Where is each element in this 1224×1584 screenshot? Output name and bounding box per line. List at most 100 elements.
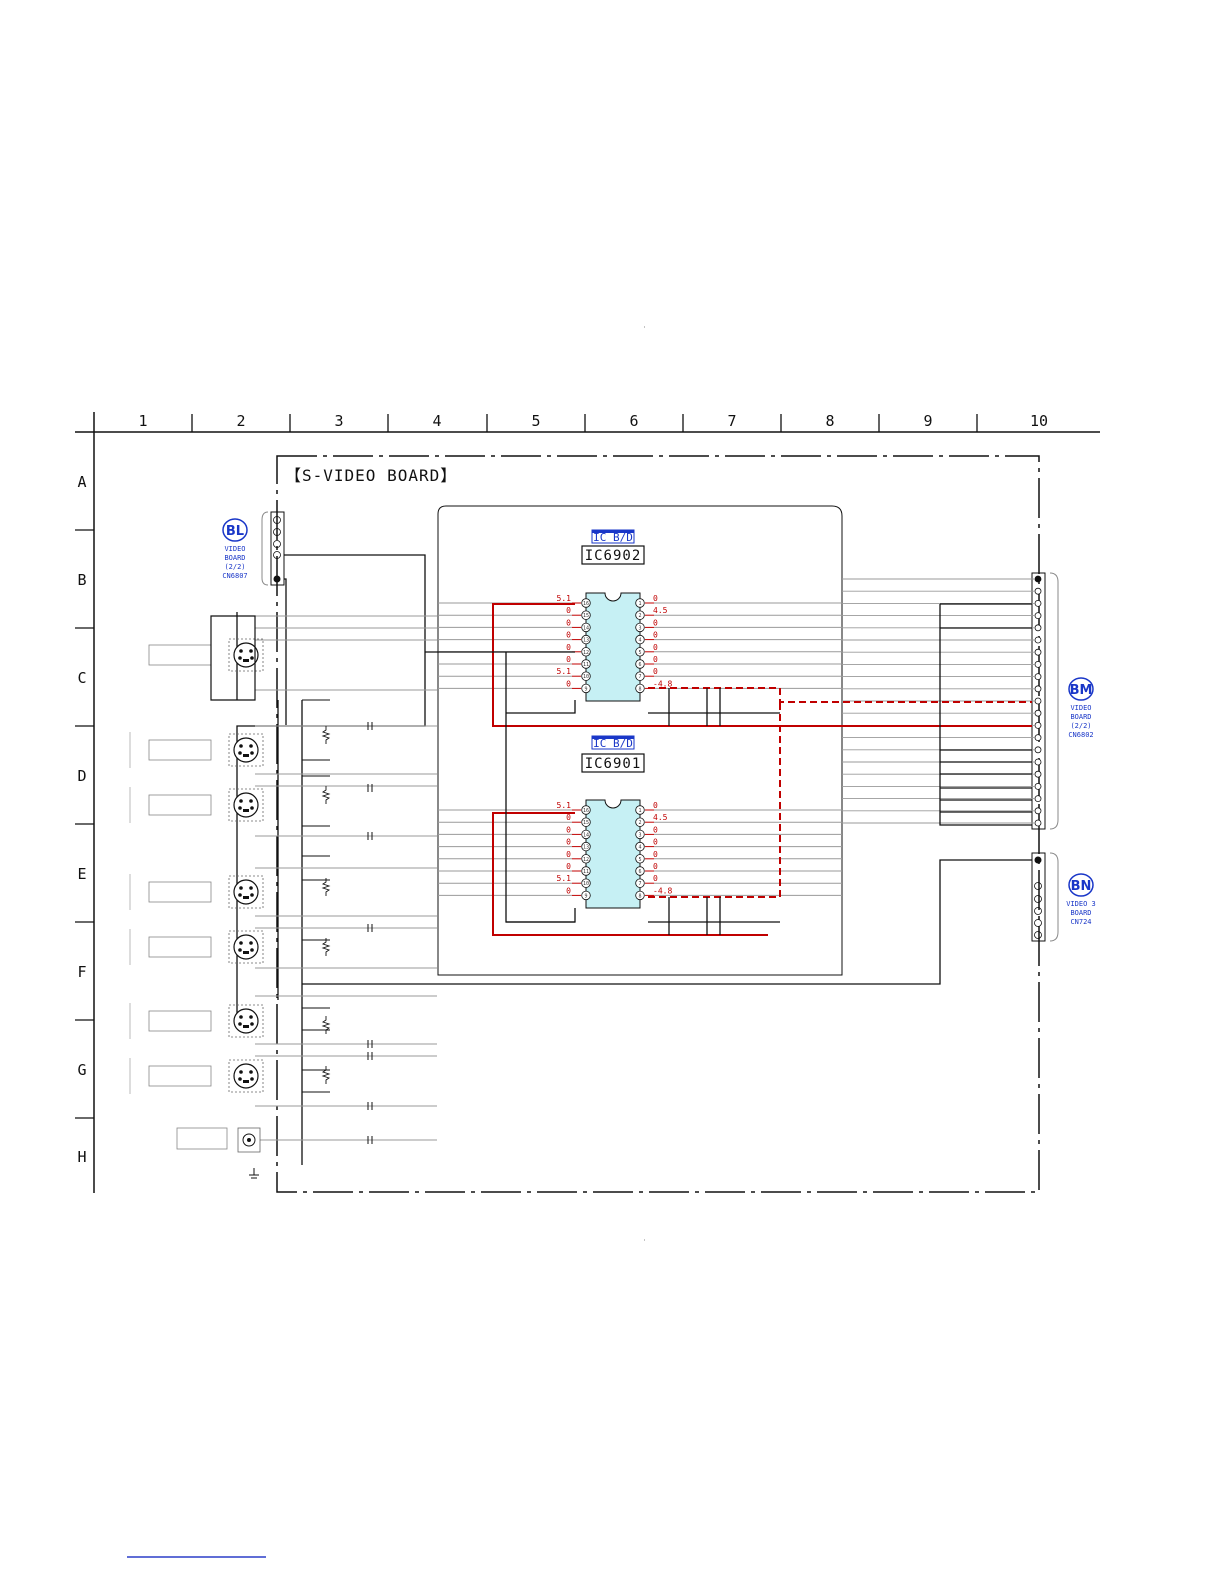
ic-voltage-right: -4.8 bbox=[653, 886, 672, 895]
resistor-icon bbox=[321, 938, 331, 956]
ic-voltage-left: 5.1 bbox=[557, 667, 572, 676]
ic-voltage-right: 0 bbox=[653, 850, 658, 859]
svg-text:10: 10 bbox=[583, 674, 589, 680]
svg-text:4: 4 bbox=[638, 638, 641, 644]
bn-line-2: BOARD bbox=[1070, 909, 1091, 917]
svg-text:3: 3 bbox=[638, 832, 641, 838]
s-video-jack-icon bbox=[233, 1063, 259, 1089]
ic-voltage-left: 0 bbox=[566, 862, 571, 871]
bn-badge-icon bbox=[1068, 873, 1094, 897]
ic6902-tag: IC B/D bbox=[593, 531, 633, 544]
svg-text:11: 11 bbox=[583, 869, 589, 875]
bl-line-1: VIDEO bbox=[224, 545, 245, 553]
bm-line-3: (2/2) bbox=[1070, 722, 1091, 730]
connector-bl: BL VIDEO BOARD (2/2) CN6807 bbox=[222, 511, 285, 586]
ic-voltage-right: 0 bbox=[653, 667, 658, 676]
row-label: F bbox=[77, 963, 86, 981]
svg-text:15: 15 bbox=[583, 613, 589, 619]
resistor-icon bbox=[321, 786, 331, 804]
s-video-jack-icon bbox=[233, 737, 259, 763]
grey-signal-lines bbox=[255, 615, 437, 1144]
jack-label-box bbox=[148, 936, 212, 958]
ic-voltage-left: 5.1 bbox=[557, 594, 572, 603]
bl-line-4: CN6807 bbox=[222, 572, 247, 580]
ic-voltage-left: 0 bbox=[566, 886, 571, 895]
s-video-jack-icon bbox=[233, 642, 259, 668]
svg-text:11: 11 bbox=[583, 662, 589, 668]
ic-voltage-right: 0 bbox=[653, 594, 658, 603]
svg-text:16: 16 bbox=[583, 808, 589, 814]
ic-block-outline bbox=[437, 505, 843, 976]
column-label: 9 bbox=[923, 412, 932, 430]
ic-voltage-right: 0 bbox=[653, 825, 658, 834]
bl-badge-icon bbox=[222, 518, 248, 542]
column-label: 10 bbox=[1030, 412, 1048, 430]
bm-badge: BM bbox=[1070, 683, 1093, 698]
svg-text:6: 6 bbox=[638, 869, 641, 875]
svg-text:8: 8 bbox=[638, 893, 641, 899]
board-outline bbox=[276, 455, 1040, 1193]
ic-voltage-right: -4.8 bbox=[653, 679, 672, 688]
ic6902-body bbox=[585, 592, 641, 702]
s-video-jack-icon bbox=[233, 1008, 259, 1034]
resistor-icon bbox=[321, 726, 331, 744]
ic-voltage-right: 4.5 bbox=[653, 606, 668, 615]
ic6901-body bbox=[585, 799, 641, 909]
jack-column bbox=[129, 615, 264, 1153]
row-label: G bbox=[77, 1061, 86, 1079]
ic-voltage-right: 0 bbox=[653, 862, 658, 871]
s-video-jack-icon bbox=[233, 934, 259, 960]
ic-voltage-left: 0 bbox=[566, 631, 571, 640]
s-video-jack-icon bbox=[233, 879, 259, 905]
ic-voltage-left: 5.1 bbox=[557, 874, 572, 883]
bl-badge: BL bbox=[226, 524, 244, 539]
svg-text:6: 6 bbox=[638, 662, 641, 668]
column-label: 2 bbox=[236, 412, 245, 430]
jack-label-box bbox=[148, 794, 212, 816]
ic-voltage-left: 0 bbox=[566, 850, 571, 859]
svg-text:10: 10 bbox=[583, 881, 589, 887]
ic-voltage-left: 0 bbox=[566, 679, 571, 688]
s-video-jack-icon bbox=[233, 792, 259, 818]
svg-text:13: 13 bbox=[583, 845, 589, 851]
svg-text:5: 5 bbox=[638, 650, 641, 656]
ic6902-name: IC6902 bbox=[585, 548, 642, 564]
ic-voltage-right: 4.5 bbox=[653, 813, 668, 822]
column-label: 1 bbox=[138, 412, 147, 430]
ic-voltage-right: 0 bbox=[653, 618, 658, 627]
board-title: 【S-VIDEO BOARD】 bbox=[285, 466, 457, 485]
column-label: 5 bbox=[531, 412, 540, 430]
svg-text:12: 12 bbox=[583, 650, 589, 656]
row-label: C bbox=[77, 669, 86, 687]
bn-badge: BN bbox=[1071, 879, 1092, 894]
row-label: E bbox=[77, 865, 86, 883]
bm-line-4: CN6802 bbox=[1068, 731, 1093, 739]
svg-text:2: 2 bbox=[638, 820, 641, 826]
ic-voltage-left: 0 bbox=[566, 618, 571, 627]
jack-label-box bbox=[176, 1127, 228, 1150]
ic-voltage-right: 0 bbox=[653, 631, 658, 640]
row-label: D bbox=[77, 767, 86, 785]
ic-voltage-right: 0 bbox=[653, 655, 658, 664]
column-label: 3 bbox=[334, 412, 343, 430]
svg-text:16: 16 bbox=[583, 601, 589, 607]
svg-text:3: 3 bbox=[638, 625, 641, 631]
row-label: B bbox=[77, 571, 86, 589]
svg-text:7: 7 bbox=[638, 674, 641, 680]
ic-voltage-right: 0 bbox=[653, 838, 658, 847]
bl-line-2: BOARD bbox=[224, 554, 245, 562]
svg-text:4: 4 bbox=[638, 845, 641, 851]
bm-line-2: BOARD bbox=[1070, 713, 1091, 721]
bm-badge-icon bbox=[1068, 677, 1094, 701]
ic-voltage-right: 0 bbox=[653, 643, 658, 652]
svg-text:14: 14 bbox=[583, 625, 589, 631]
ic-voltage-left: 0 bbox=[566, 643, 571, 652]
ic-voltage-left: 0 bbox=[566, 655, 571, 664]
ic-voltage-right: 0 bbox=[653, 801, 658, 810]
svg-text:14: 14 bbox=[583, 832, 589, 838]
bn-line-1: VIDEO 3 bbox=[1066, 900, 1096, 908]
svg-text:1: 1 bbox=[638, 601, 641, 607]
jack-label-box bbox=[148, 739, 212, 761]
